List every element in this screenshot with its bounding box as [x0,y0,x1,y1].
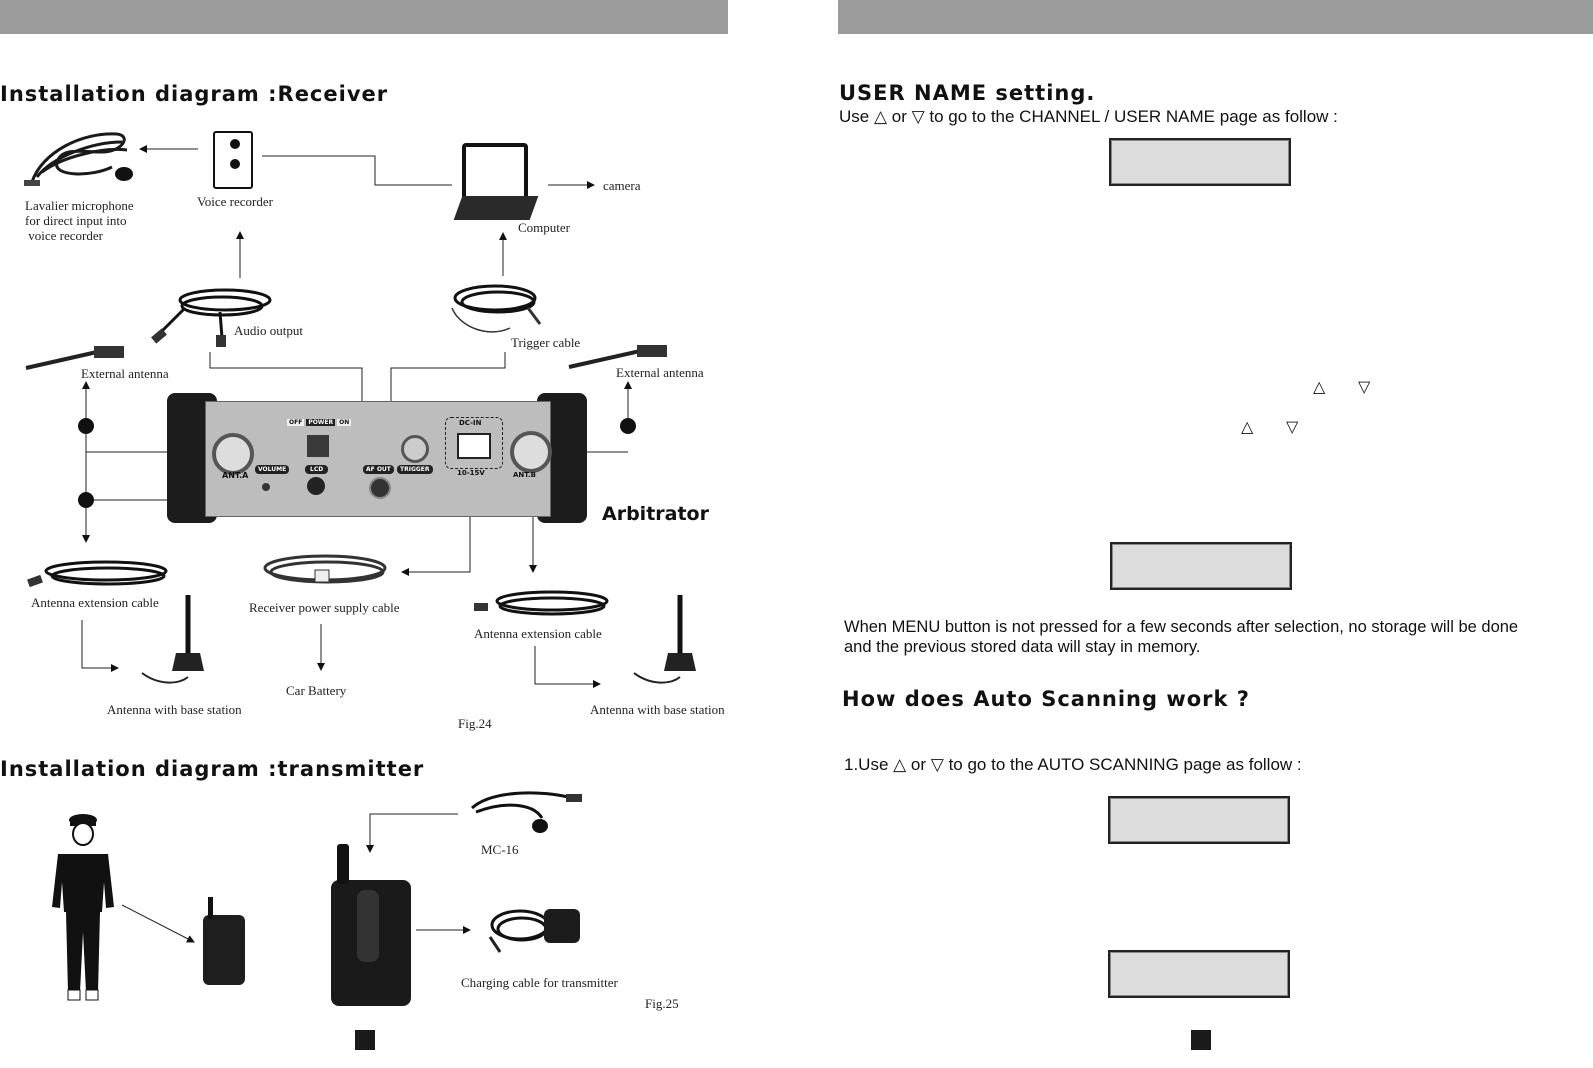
installation-diagram-lines [78,145,636,943]
antenna-base-station-left-image [141,595,204,684]
voice-recorder-label: Voice recorder [197,194,273,209]
dc-in-label: DC-IN [459,419,482,427]
lcd-display-username [1110,542,1292,590]
receiver-device: ANT.A OFF POWER ON VOLUME LCD AF OUT TRI… [167,393,587,523]
fig25-caption: Fig.25 [645,996,679,1011]
up-arrow-icon: △ [1313,377,1326,396]
down-arrow-icon-2: ▽ [1286,417,1299,436]
left-page-number-marker [355,1030,375,1050]
antenna-extension-cable-right-image [474,590,609,616]
trigger-cable-image [451,284,542,333]
power-off-label: OFF [287,419,305,426]
antenna-base-station-right-image [633,595,696,684]
transmitter-large-image [331,880,411,1006]
up-arrow-icon-2: △ [1241,417,1254,436]
person-silhouette-image [52,814,114,1001]
trigger-label: TRIGGER [397,465,433,474]
heading-auto-scanning: How does Auto Scanning work ? [842,687,1250,711]
lavalier-label: Lavalier microphone for direct input int… [25,198,134,243]
antenna-base-station-left-label: Antenna with base station [107,702,242,717]
external-antenna-right-image [568,345,667,369]
computer-keyboard [453,196,539,220]
af-out-label: AF OUT [363,465,394,474]
lcd-label: LCD [305,465,329,474]
heading-receiver: Installation diagram :Receiver [0,82,389,106]
ant-a-connector [212,433,254,475]
transmitter-small-antenna [208,897,213,919]
power-switch[interactable] [307,435,329,457]
audio-output-label: Audio output [234,323,303,338]
lavalier-microphone-image [24,132,133,186]
transmitter-small-image [203,915,245,985]
ant-b-label: ANT.B [513,471,536,479]
dc-in-connector [457,433,491,459]
down-arrow-icon: ▽ [1358,377,1371,396]
power-label: POWER [306,419,336,426]
lcd-display-channel [1109,138,1291,186]
car-battery-label: Car Battery [286,683,347,698]
lcd-display-auto-scanning-1 [1108,796,1290,844]
power-on-label: ON [337,419,352,426]
charging-cable-label: Charging cable for transmitter [461,975,618,990]
right-page-number-marker [1191,1030,1211,1050]
arbitrator-brand: Arbitrator [602,503,709,525]
lcd-knob[interactable] [307,477,325,495]
receiver-power-cable-label: Receiver power supply cable [249,600,400,615]
ant-b-connector [510,431,552,473]
computer-label: Computer [518,220,570,235]
antenna-base-station-right-label: Antenna with base station [590,702,725,717]
lcd-display-auto-scanning-2 [1108,950,1290,998]
antenna-extension-cable-right-label: Antenna extension cable [474,626,602,641]
voice-recorder-image [213,131,253,189]
heading-transmitter: Installation diagram :transmitter [0,757,425,781]
transmitter-large-antenna [337,844,349,884]
username-instruction: Use △ or ▽ to go to the CHANNEL / USER N… [839,107,1338,126]
antenna-extension-cable-left-label: Antenna extension cable [31,595,159,610]
volume-label: VOLUME [255,465,290,474]
right-header-bar [838,0,1593,34]
fig24-caption: Fig.24 [458,716,492,731]
antenna-extension-cable-left-image [27,560,168,588]
af-out-jack [369,477,391,499]
external-antenna-left-label: External antenna [81,366,169,381]
menu-note-line1: When MENU button is not pressed for a fe… [844,618,1519,636]
computer-image [462,143,528,201]
dc-range-label: 10-15V [457,469,485,477]
heading-username: USER NAME setting. [839,81,1096,105]
menu-note-line2: and the previous stored data will stay i… [844,638,1201,656]
trigger-connector [401,435,429,463]
audio-output-cable-image [151,288,272,347]
mc16-microphone-image [470,791,582,833]
trigger-cable-label: Trigger cable [511,335,581,350]
receiver-power-cable-image [263,554,387,584]
external-antenna-left-image [25,346,124,370]
ant-a-label: ANT.A [222,471,249,480]
left-header-bar [0,0,728,34]
volume-knob[interactable] [262,483,270,491]
charging-cable-image [488,909,580,953]
auto-scanning-step1: 1.Use △ or ▽ to go to the AUTO SCANNING … [844,755,1302,774]
camera-label: camera [603,178,641,193]
external-antenna-right-label: External antenna [616,365,704,380]
mc16-label: MC-16 [481,842,519,857]
